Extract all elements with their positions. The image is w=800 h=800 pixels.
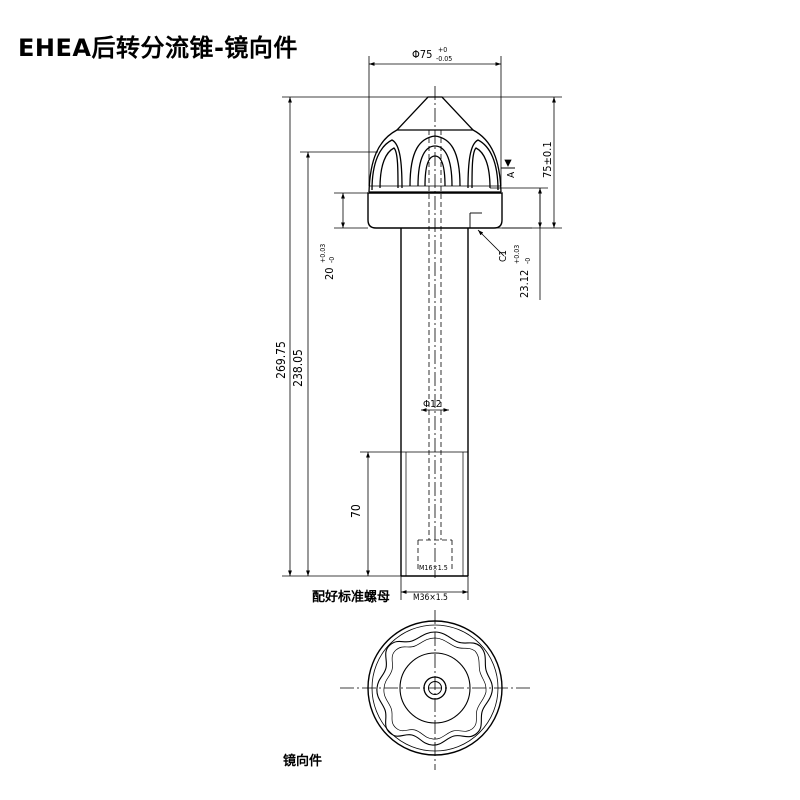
- dim-flange-height-tol-upper: +0.03: [319, 244, 327, 263]
- dim-total-length: 269.75: [274, 341, 288, 379]
- bottom-view: [340, 610, 532, 770]
- dim-chamfer: C1: [498, 250, 509, 262]
- dim-thread-length: 70: [349, 504, 363, 518]
- dim-inner-thread: M16×1.5: [419, 564, 448, 572]
- datum-label: A: [506, 171, 517, 178]
- cone-tip: [396, 96, 474, 131]
- dim-head-diameter: Φ75: [412, 48, 432, 61]
- note-standard-nut: 配好标准螺母: [312, 590, 391, 605]
- dim-step-height: 23.12: [518, 270, 531, 298]
- dim-length-to-flange: 238.05: [291, 349, 305, 387]
- dim-head-diameter-tol-upper: +0: [438, 46, 447, 54]
- shaft: [400, 228, 469, 577]
- dim-step-height-tol-upper: +0.03: [513, 245, 521, 264]
- dim-step-height-tol-lower: -0: [524, 258, 532, 264]
- dimension-lines: [282, 56, 562, 600]
- dim-bore-diameter: Φ12: [423, 399, 442, 410]
- dim-flange-height: 20: [323, 267, 336, 280]
- dim-flange-height-tol-lower: -0: [328, 257, 336, 263]
- dim-head-height: 75±0.1: [541, 141, 554, 178]
- ribbed-head: [368, 129, 502, 193]
- side-view: [367, 86, 503, 578]
- rib-outline: [376, 631, 493, 746]
- inner-bore: [417, 130, 453, 572]
- dim-head-diameter-tol-lower: -0.05: [436, 55, 452, 63]
- note-mirror-part: 镜向件: [283, 754, 323, 769]
- dim-thread-spec: M36×1.5: [413, 593, 448, 603]
- page-title: EHEA后转分流锥-镜向件: [18, 34, 298, 62]
